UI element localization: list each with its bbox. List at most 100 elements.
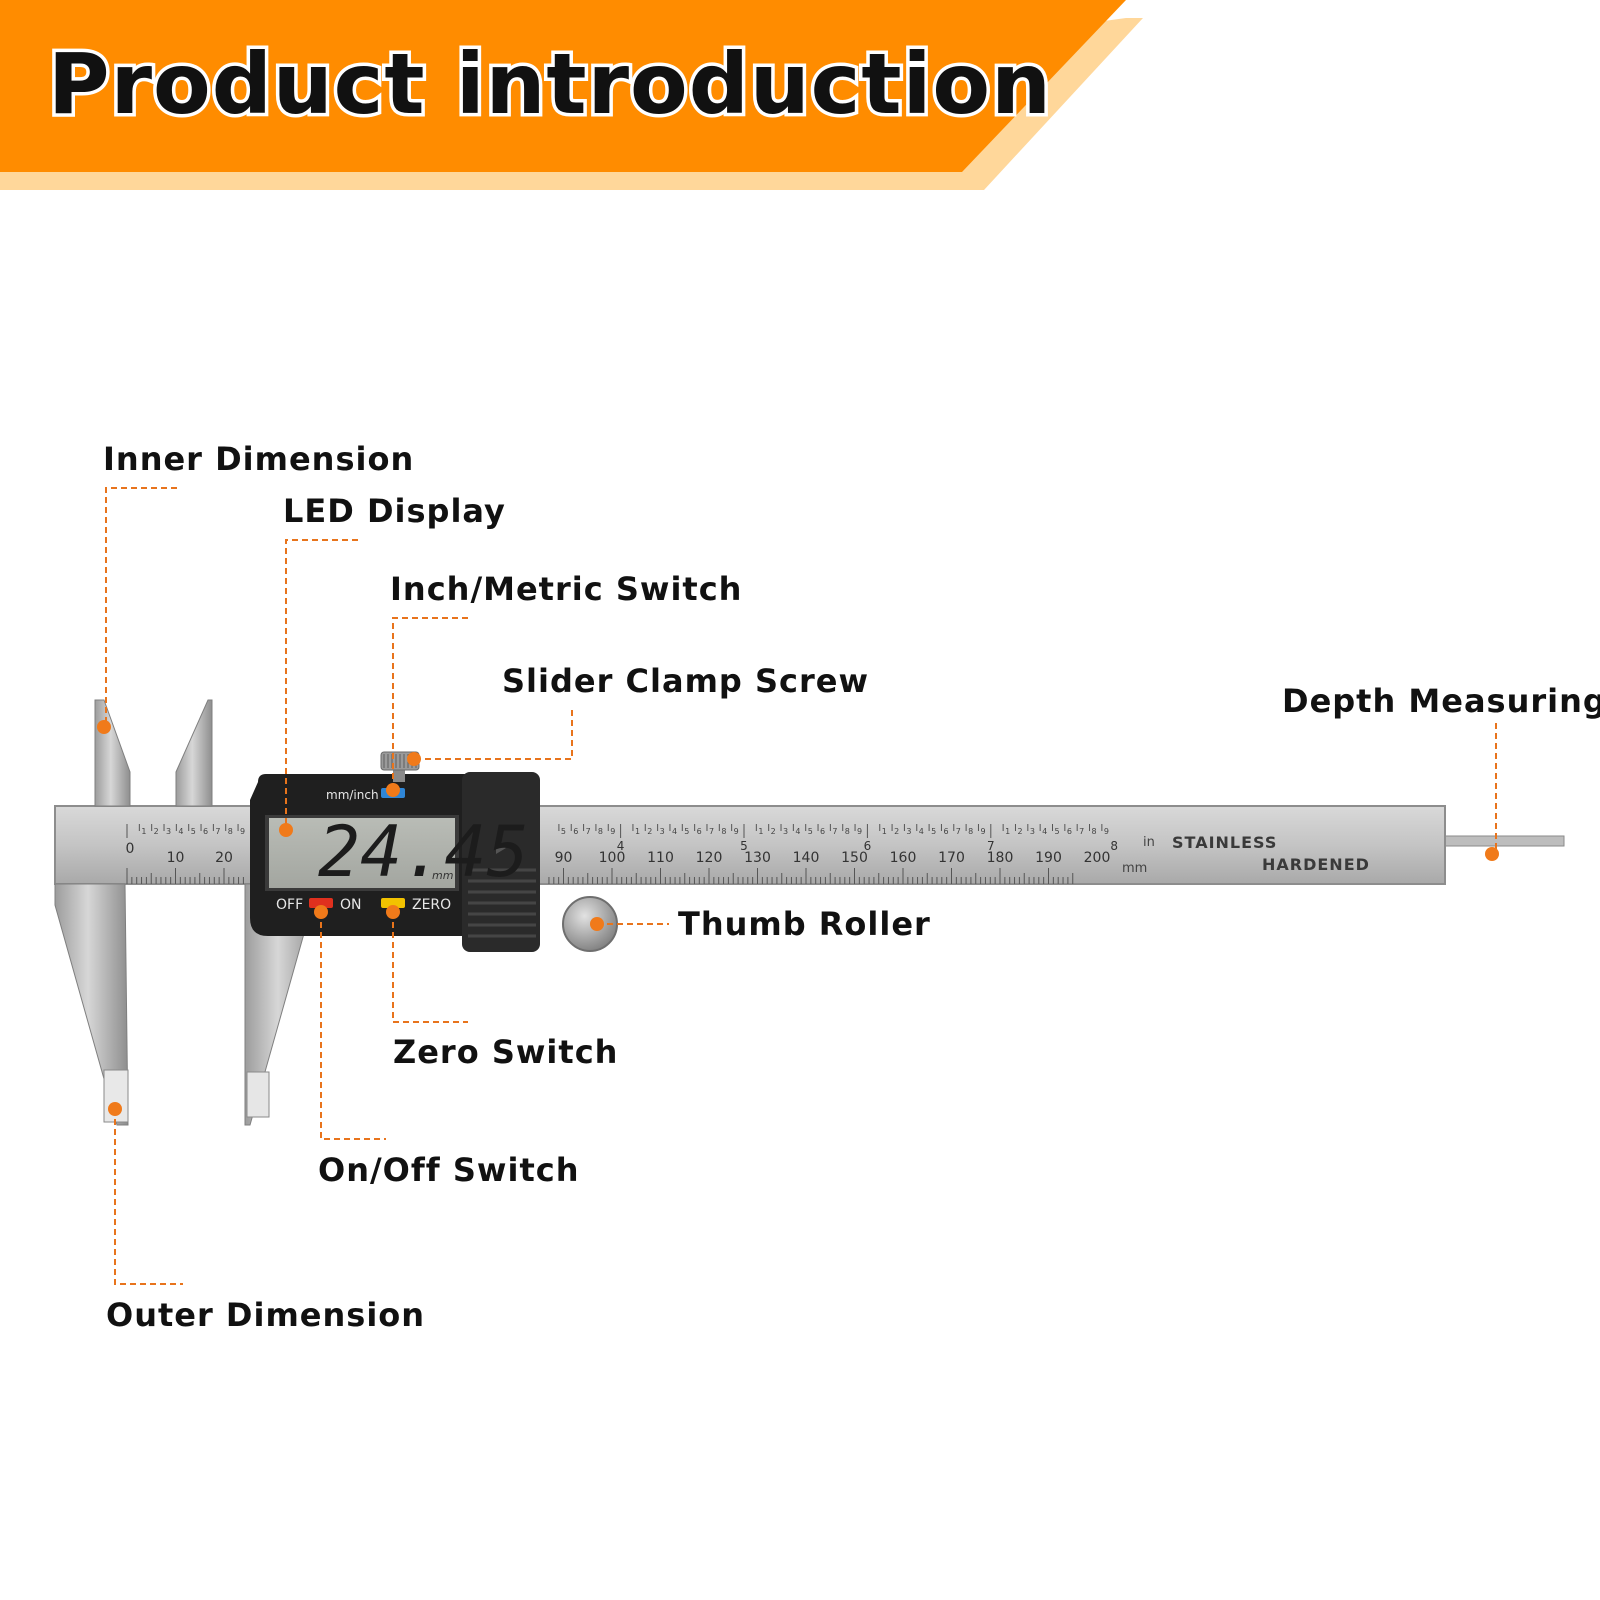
display-housing: 24.45 mm mm/inch OFF ON ZERO — [250, 772, 540, 952]
inch-sub-digit: 1 — [1005, 827, 1010, 836]
off-label: OFF — [276, 897, 303, 913]
label-led-display: LED Display — [283, 492, 506, 530]
inch-sub-digit: 4 — [1042, 827, 1047, 836]
on-off-button[interactable] — [309, 898, 333, 908]
inch-sub-digit: 6 — [203, 827, 208, 836]
mm-scale-label: 150 — [841, 850, 868, 866]
engraving-stainless: STAINLESS — [1172, 833, 1277, 852]
mm-scale-label: 100 — [599, 850, 626, 866]
inch-sub-digit: 3 — [660, 827, 665, 836]
inch-sub-digit: 4 — [919, 827, 924, 836]
label-slider-clamp-screw: Slider Clamp Screw — [502, 662, 869, 700]
inch-sub-digit: 6 — [820, 827, 825, 836]
page-title: Product introduction — [48, 35, 1052, 133]
inch-sub-digit: 9 — [610, 827, 615, 836]
on-label: ON — [340, 897, 362, 913]
inch-sub-digit: 8 — [845, 827, 850, 836]
leader-led-display — [285, 539, 358, 830]
sliding-inner-jaw — [175, 699, 213, 807]
inch-sub-digit: 1 — [141, 827, 146, 836]
mm-scale-label: 140 — [793, 850, 820, 866]
inch-sub-digit: 1 — [882, 827, 887, 836]
lcd-reading: 24.45 — [318, 811, 529, 893]
inch-sub-digit: 8 — [1092, 827, 1097, 836]
inch-sub-digit: 3 — [1030, 827, 1035, 836]
leader-inch-metric — [392, 617, 468, 790]
inch-sub-digit: 2 — [647, 827, 652, 836]
inch-scale-label: 8 — [1110, 839, 1118, 853]
inch-sub-digit: 9 — [240, 827, 245, 836]
dot-thumb-roller — [590, 917, 604, 931]
inch-scale-labels: 4 5 6 7 8 — [617, 839, 1118, 853]
mm-scale-label: 10 — [167, 850, 185, 866]
label-depth-measuring: Depth Measuring — [1282, 682, 1600, 720]
mm-unit-label: mm — [1122, 861, 1147, 876]
mm-scale-label: 90 — [555, 850, 573, 866]
inch-sub-digit: 2 — [771, 827, 776, 836]
inch-scale-label: 7 — [987, 839, 995, 853]
dot-inch-metric — [386, 783, 400, 797]
play-arrow-icon — [496, 842, 506, 854]
inch-sub-digit: 7 — [1079, 827, 1084, 836]
inch-unit-label: in — [1143, 835, 1155, 850]
inch-sub-digit: 4 — [178, 827, 183, 836]
inch-sub-digit: 3 — [166, 827, 171, 836]
fixed-inner-jaw — [94, 699, 131, 807]
inch-sub-digit: 6 — [1067, 827, 1072, 836]
inch-sub-digit: 5 — [561, 827, 566, 836]
callout-labels: Inner Dimension LED Display Inch/Metric … — [103, 440, 1600, 1334]
inch-sub-digit: 9 — [857, 827, 862, 836]
inch-sub-digit: 7 — [586, 827, 591, 836]
label-inch-metric-switch: Inch/Metric Switch — [390, 570, 742, 608]
inch-sub-digit: 6 — [697, 827, 702, 836]
zero-button[interactable] — [381, 898, 405, 908]
mm-scale-label: 130 — [744, 850, 771, 866]
inch-sub-digit: 5 — [931, 827, 936, 836]
inch-sub-digit: 3 — [783, 827, 788, 836]
mm-scale-label: 120 — [696, 850, 723, 866]
inch-sub-digit: 4 — [672, 827, 677, 836]
inch-sub-digit: 9 — [734, 827, 739, 836]
leader-outer-dimension — [114, 1109, 183, 1285]
mm-scale-label: 110 — [647, 850, 674, 866]
mm-scale-label: 20 — [215, 850, 233, 866]
mm-scale-label: 180 — [987, 850, 1014, 866]
inch-sub-digit: 8 — [598, 827, 603, 836]
housing-grip — [462, 772, 540, 952]
label-outer-dimension: Outer Dimension — [106, 1296, 425, 1334]
inch-scale-label: 6 — [864, 839, 872, 853]
dot-zero-switch — [386, 905, 400, 919]
label-inner-dimension: Inner Dimension — [103, 440, 414, 478]
grip-ridges — [468, 868, 536, 938]
lcd-screen — [269, 818, 455, 888]
inch-sub-digit: 1 — [635, 827, 640, 836]
mm-scale-label: 170 — [938, 850, 965, 866]
inch-sub-digit: 9 — [1104, 827, 1109, 836]
inch-sub-digit: 5 — [1055, 827, 1060, 836]
inch-sub-digit: 8 — [721, 827, 726, 836]
inch-sub-digit: 2 — [1017, 827, 1022, 836]
inch-sub-digit: 8 — [968, 827, 973, 836]
dot-depth-measuring — [1485, 847, 1499, 861]
mm-scale-label: 160 — [890, 850, 917, 866]
label-on-off-switch: On/Off Switch — [318, 1151, 579, 1189]
mm-scale-label: 190 — [1035, 850, 1062, 866]
leader-inner-dimension — [105, 487, 177, 726]
label-thumb-roller: Thumb Roller — [678, 905, 931, 943]
dot-on-off-switch — [314, 905, 328, 919]
dot-led-display — [279, 823, 293, 837]
header-banner: Product introduction — [0, 0, 1143, 190]
inch-scale-label: 4 — [617, 839, 625, 853]
inch-sub-digit: 2 — [154, 827, 159, 836]
scale-ticks — [126, 868, 1074, 884]
zero-label: ZERO — [412, 897, 451, 913]
inch-sub-digit: 2 — [894, 827, 899, 836]
inch-sub-digit: 7 — [956, 827, 961, 836]
inch-sub-digit: 5 — [808, 827, 813, 836]
inch-scale-label: 5 — [740, 839, 748, 853]
inch-sub-digit: 5 — [684, 827, 689, 836]
dot-inner-dimension — [97, 720, 111, 734]
inch-sub-digit: 9 — [980, 827, 985, 836]
